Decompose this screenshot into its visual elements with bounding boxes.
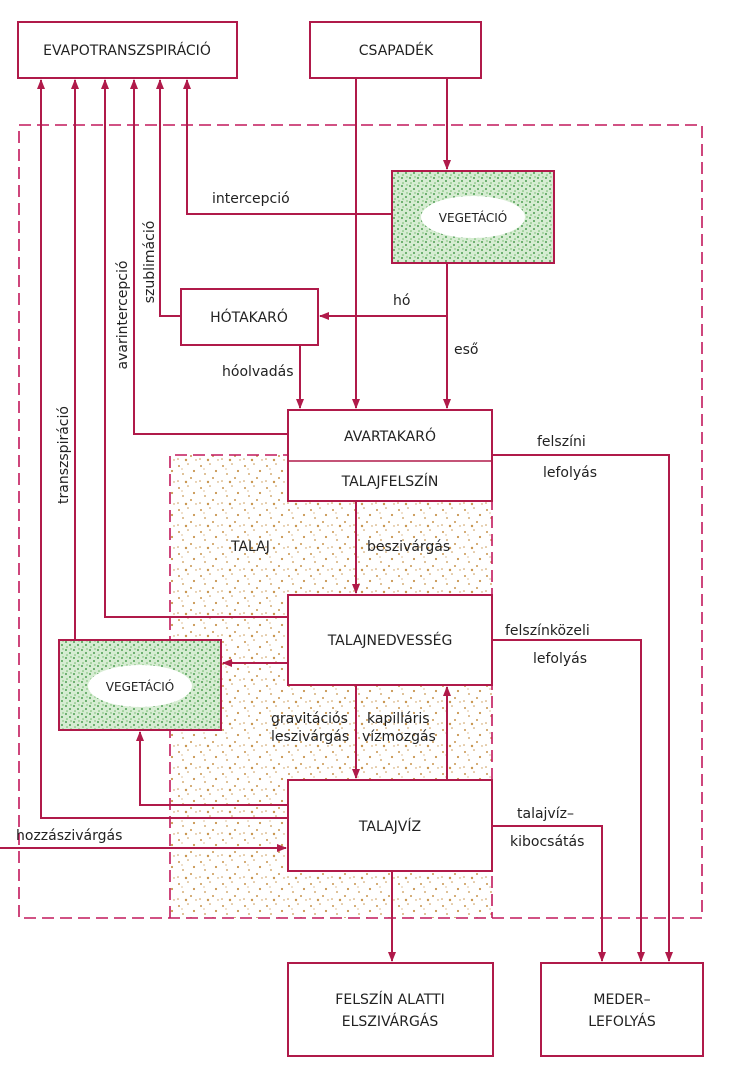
gravitational-label-2: leszivárgás — [271, 729, 349, 745]
infiltration-label: beszivárgás — [367, 539, 450, 555]
interception-arrow — [183, 79, 392, 215]
transpiration-label: transzspiráció — [56, 406, 72, 504]
snowmelt-label: hóolvadás — [222, 364, 294, 380]
deep-percolation-box — [287, 962, 494, 1057]
rain-label: eső — [454, 342, 478, 358]
precipitation-label: CSAPADÉK — [359, 42, 434, 59]
channel-runoff-box — [540, 962, 704, 1057]
evapotranspiration-box — [17, 21, 238, 79]
vegetation-bottom-cloud — [88, 665, 192, 707]
subsurface-runoff-label-1: felszínközeli — [505, 623, 590, 639]
deep-percolation-label-2: ELSZIVÁRGÁS — [342, 1013, 439, 1030]
subsurface-runoff-arrow — [492, 639, 645, 962]
interception-label: intercepció — [212, 191, 290, 207]
litter-box — [287, 409, 493, 502]
litter-interception-label: avarintercepció — [115, 261, 131, 370]
groundwater-discharge-label-1: talajvíz– — [517, 806, 574, 822]
deep-percolation-label-1: FELSZÍN ALATTI — [335, 991, 444, 1008]
channel-runoff-label-2: LEFOLYÁS — [588, 1013, 656, 1030]
litter-interception-arrow — [130, 79, 288, 435]
soil-moisture-box — [287, 594, 493, 686]
precipitation-box — [309, 21, 482, 79]
sublimation-label: szublimáció — [142, 221, 158, 304]
surface-runoff-label-2: lefolyás — [543, 465, 597, 481]
soil-evaporation-arrow — [101, 79, 288, 618]
channel-runoff-label-1: MEDER– — [593, 992, 650, 1008]
soil-moisture-label: TALAJNEDVESSÉG — [327, 632, 453, 649]
surface-runoff-label-1: felszíni — [537, 434, 586, 450]
groundwater-to-vegetation-arrow — [136, 731, 288, 806]
inflow-seepage-label: hozzászivárgás — [16, 828, 122, 844]
capillary-label-2: vízmozgás — [362, 729, 436, 745]
vegetation-bottom-label: VEGETÁCIÓ — [106, 679, 174, 694]
snow-cover-label: HÓTAKARÓ — [210, 308, 288, 326]
groundwater-evaporation-arrow — [37, 79, 288, 819]
vegetation-top-label: VEGETÁCIÓ — [439, 210, 507, 225]
soil-label: TALAJ — [230, 539, 270, 555]
sublimation-arrow — [156, 79, 181, 317]
snow-label: hó — [393, 293, 410, 309]
capillary-label-1: kapilláris — [367, 711, 430, 727]
surface-runoff-arrow — [492, 454, 673, 962]
vegetation-to-snow-arrow — [319, 263, 448, 320]
groundwater-box — [287, 779, 493, 872]
gravitational-label-1: gravitációs — [271, 711, 348, 727]
groundwater-label: TALAJVÍZ — [358, 818, 421, 835]
litter-label: AVARTAKARÓ — [344, 427, 436, 445]
soil-surface-label: TALAJFELSZÍN — [341, 473, 439, 490]
vegetation-top-cloud — [421, 196, 525, 238]
groundwater-discharge-label-2: kibocsátás — [510, 834, 584, 850]
subsurface-runoff-label-2: lefolyás — [533, 651, 587, 667]
groundwater-discharge-arrow — [492, 825, 606, 962]
evapotranspiration-label: EVAPOTRANSZSPIRÁCIÓ — [43, 41, 211, 59]
